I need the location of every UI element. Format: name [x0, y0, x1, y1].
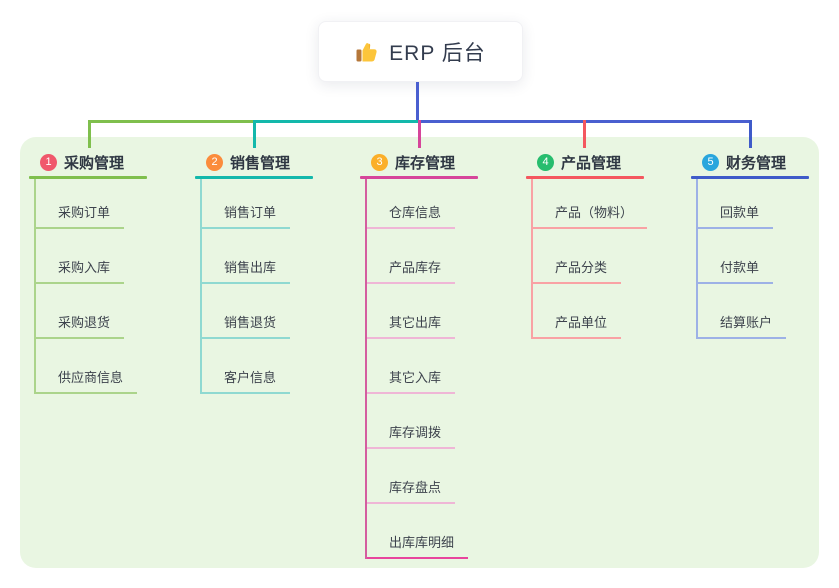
branch-label: 采购管理 [64, 154, 125, 172]
branch-header[interactable]: 2 销售管理 [195, 148, 355, 176]
tree-node-label: 仓库信息 [367, 202, 456, 229]
tree-node-item[interactable]: 仓库信息 [367, 179, 468, 229]
tree-node-label: 采购订单 [36, 202, 125, 229]
tree-node-item[interactable]: 客户信息 [202, 339, 291, 394]
branch-label: 产品管理 [561, 154, 622, 172]
root-node[interactable]: ERP 后台 [318, 21, 523, 82]
tree-node-item[interactable]: 付款单 [698, 229, 786, 284]
connector-line [418, 120, 421, 148]
tree-node-label: 采购退货 [36, 312, 125, 339]
tree-node-item[interactable]: 产品（物料） [533, 179, 648, 229]
tree-node-item[interactable]: 采购退货 [36, 284, 137, 339]
branch-3: 3 库存管理 仓库信息 产品库存 其它出库 其它入库 库存调拨 库存盘点 出库库… [360, 148, 520, 559]
tree-node-label: 产品库存 [367, 257, 456, 284]
connector-line [253, 120, 418, 123]
tree-node-label: 产品单位 [533, 312, 622, 339]
branch-number-badge: 5 [702, 153, 719, 171]
tree-node-label: 产品分类 [533, 257, 622, 284]
tree-node-item[interactable]: 结算账户 [698, 284, 787, 339]
tree-node-label: 供应商信息 [36, 367, 138, 394]
tree-node-item[interactable]: 采购订单 [36, 179, 137, 229]
branch-items: 回款单 付款单 结算账户 [696, 179, 787, 339]
thumbs-up-icon [355, 40, 379, 64]
tree-node-label: 付款单 [698, 257, 774, 284]
branch-items: 销售订单 销售出库 销售退货 客户信息 [200, 179, 291, 394]
tree-node-label: 库存调拨 [367, 422, 456, 449]
tree-node-item[interactable]: 产品库存 [367, 229, 468, 284]
tree-node-label: 其它出库 [367, 312, 456, 339]
branch-panel [20, 137, 819, 568]
branch-2: 2 销售管理 销售订单 销售出库 销售退货 客户信息 [195, 148, 355, 394]
branch-items: 仓库信息 产品库存 其它出库 其它入库 库存调拨 库存盘点 出库库明细 [365, 179, 469, 559]
branch-underline [29, 176, 147, 179]
connector-line [88, 120, 253, 123]
branch-number-badge: 4 [537, 153, 554, 171]
tree-node-label: 回款单 [698, 202, 774, 229]
connector-line [253, 120, 256, 148]
branch-label: 库存管理 [395, 154, 456, 172]
tree-node-label: 采购入库 [36, 257, 125, 284]
branch-underline [360, 176, 478, 179]
tree-node-label: 出库库明细 [367, 532, 469, 559]
tree-node-item[interactable]: 其它入库 [367, 339, 468, 394]
tree-node-item[interactable]: 销售出库 [202, 229, 291, 284]
connector-line [88, 120, 91, 148]
tree-node-item[interactable]: 库存盘点 [367, 449, 468, 504]
tree-node-label: 其它入库 [367, 367, 456, 394]
branch-4: 4 产品管理 产品（物料） 产品分类 产品单位 [526, 148, 686, 339]
branch-underline [526, 176, 644, 179]
tree-node-item[interactable]: 供应商信息 [36, 339, 138, 394]
branch-underline [691, 176, 809, 179]
connector-line [416, 82, 419, 123]
tree-node-item[interactable]: 产品分类 [533, 229, 647, 284]
tree-node-label: 客户信息 [202, 367, 291, 394]
tree-node-item[interactable]: 销售退货 [202, 284, 291, 339]
branch-underline [195, 176, 313, 179]
branch-5: 5 财务管理 回款单 付款单 结算账户 [691, 148, 839, 339]
branch-label: 销售管理 [230, 154, 291, 172]
branch-header[interactable]: 4 产品管理 [526, 148, 686, 176]
branch-items: 产品（物料） 产品分类 产品单位 [531, 179, 648, 339]
branch-header[interactable]: 3 库存管理 [360, 148, 520, 176]
tree-node-item[interactable]: 产品单位 [533, 284, 647, 339]
tree-node-item[interactable]: 销售订单 [202, 179, 291, 229]
tree-node-label: 销售出库 [202, 257, 291, 284]
branch-number-badge: 2 [206, 153, 223, 171]
connector-line [583, 120, 586, 148]
root-node-label: ERP 后台 [389, 41, 486, 65]
branch-number-badge: 3 [371, 153, 388, 171]
tree-node-label: 销售退货 [202, 312, 291, 339]
tree-node-item[interactable]: 采购入库 [36, 229, 137, 284]
tree-node-label: 结算账户 [698, 312, 787, 339]
tree-node-label: 产品（物料） [533, 202, 648, 229]
tree-node-item[interactable]: 库存调拨 [367, 394, 468, 449]
branch-items: 采购订单 采购入库 采购退货 供应商信息 [34, 179, 138, 394]
branch-number-badge: 1 [40, 153, 57, 171]
tree-node-item[interactable]: 其它出库 [367, 284, 468, 339]
branch-header[interactable]: 5 财务管理 [691, 148, 839, 176]
tree-node-item[interactable]: 出库库明细 [367, 504, 469, 559]
branch-header[interactable]: 1 采购管理 [29, 148, 189, 176]
branch-1: 1 采购管理 采购订单 采购入库 采购退货 供应商信息 [29, 148, 189, 394]
tree-node-item[interactable]: 回款单 [698, 179, 786, 229]
connector-line [749, 120, 752, 148]
tree-node-label: 库存盘点 [367, 477, 456, 504]
tree-node-label: 销售订单 [202, 202, 291, 229]
branch-label: 财务管理 [726, 154, 787, 172]
